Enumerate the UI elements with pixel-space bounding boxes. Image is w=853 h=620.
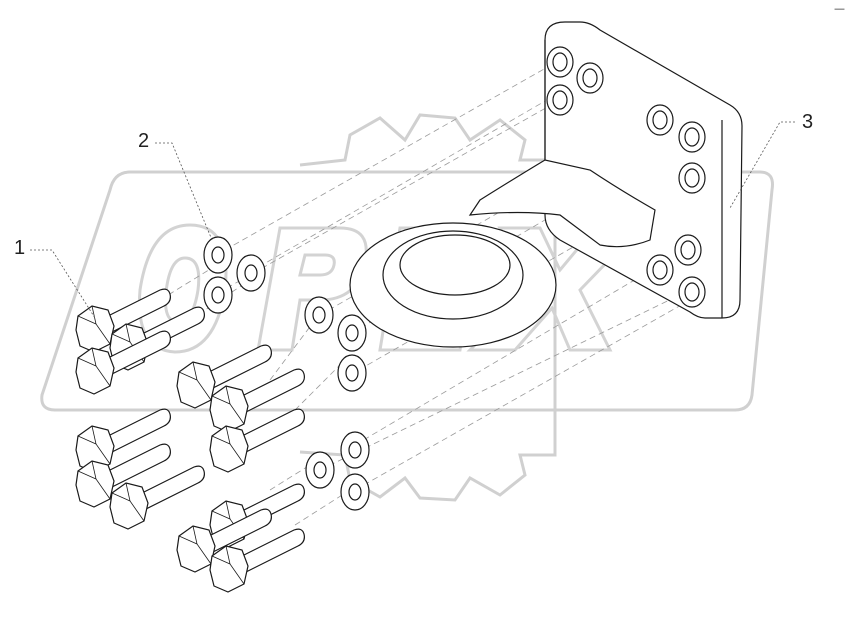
callout-2: 2 [138, 130, 150, 152]
bolt-group [75, 288, 305, 593]
washer [203, 276, 233, 314]
washer [236, 254, 266, 292]
leader-3 [729, 121, 795, 209]
washer [340, 431, 370, 469]
washer [337, 354, 367, 392]
watermark-banner [40, 170, 774, 412]
flange-edge [544, 40, 723, 318]
eye-bore [399, 234, 511, 296]
washer [203, 236, 233, 274]
coupling-eye-part [349, 21, 743, 348]
washer [304, 296, 334, 334]
watermark-gear-outline [299, 113, 557, 502]
flange-holes [546, 46, 706, 308]
callout-leaders [30, 121, 795, 319]
callout-1: 1 [14, 237, 26, 259]
washer-group [203, 236, 370, 511]
washer [337, 314, 367, 352]
washer [305, 451, 335, 489]
leader-2 [155, 142, 213, 241]
leader-1 [30, 249, 96, 319]
callout-3: 3 [802, 111, 814, 133]
washer [340, 473, 370, 511]
corner-mark: — [834, 2, 845, 15]
eye-neck [468, 159, 656, 248]
